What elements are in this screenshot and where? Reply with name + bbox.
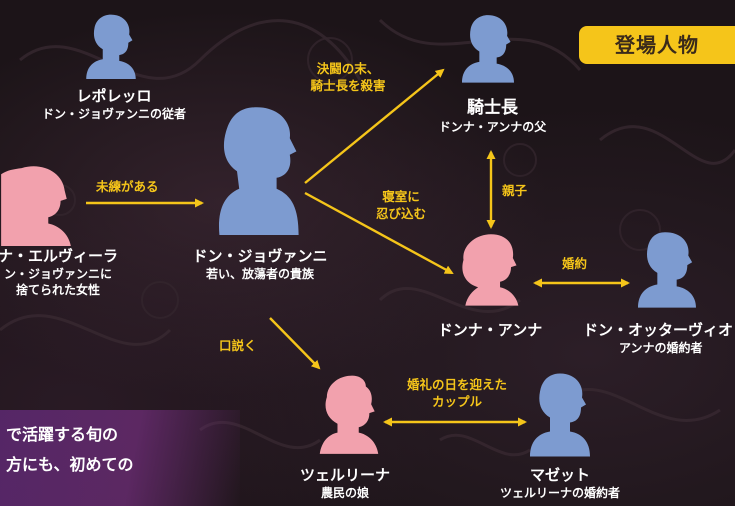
relation-bedroom-line2: 忍び込む xyxy=(375,206,426,221)
character-desc: ドンナ・アンナの父 xyxy=(438,120,547,134)
female-silhouette-icon xyxy=(1,166,71,246)
character-masetto: マゼット ツェルリーナの婚約者 xyxy=(480,465,640,501)
character-anna: ドンナ・アンナ xyxy=(420,320,560,340)
character-desc: 農民の娘 xyxy=(320,486,369,500)
relation-duel-line2: 騎士長を殺害 xyxy=(310,78,386,93)
promo-panel: で活躍する旬の 方にも、初めての xyxy=(0,410,240,506)
male-silhouette-icon xyxy=(86,14,136,79)
promo-line-1: で活躍する旬の xyxy=(6,425,119,444)
arrow-duel xyxy=(304,68,445,184)
character-desc: ドン・ジョヴァンニの従者 xyxy=(41,107,186,121)
character-desc: ン・ジョヴァンニに xyxy=(3,267,112,281)
female-silhouette-icon xyxy=(319,375,379,454)
character-giovanni: ドン・ジョヴァンニ 若い、放蕩者の貴族 xyxy=(185,246,335,282)
character-name: ナ・エルヴィーラ xyxy=(0,247,118,265)
male-silhouette-icon xyxy=(638,232,696,308)
male-silhouette-icon xyxy=(218,107,299,235)
arrow-bedroom xyxy=(304,191,454,275)
relation-engaged-label: 婚約 xyxy=(562,256,588,271)
relation-parent-label: 親子 xyxy=(502,183,528,198)
character-name: ツェルリーナ xyxy=(299,466,390,484)
relation-wedding-line2: カップル xyxy=(431,394,482,409)
male-silhouette-icon xyxy=(462,15,514,83)
character-elvira: ナ・エルヴィーラ ン・ジョヴァンニに 捨てられた女性 xyxy=(0,246,138,298)
relation-seduce-label: 口説く xyxy=(219,338,257,353)
character-name: マゼット xyxy=(529,466,590,484)
character-desc: アンナの婚約者 xyxy=(619,341,703,355)
relation-duel-line1: 決闘の末、 xyxy=(316,61,380,76)
relation-lingering-label: 未練がある xyxy=(96,179,159,194)
character-zerlina: ツェルリーナ 農民の娘 xyxy=(280,465,410,501)
relation-bedroom-line1: 寝室に xyxy=(382,189,420,204)
relation-wedding-line1: 婚礼の日を迎えた xyxy=(406,377,507,392)
character-leporello: レポレッロ ドン・ジョヴァンニの従者 xyxy=(24,86,204,122)
character-ottavio: ドン・オッターヴィオ アンナの婚約者 xyxy=(583,320,735,356)
character-desc: 捨てられた女性 xyxy=(15,283,100,297)
female-silhouette-icon xyxy=(462,234,519,306)
character-name: レポレッロ xyxy=(76,87,152,105)
character-desc: 若い、放蕩者の貴族 xyxy=(205,267,314,281)
character-name: ドンナ・アンナ xyxy=(437,321,543,339)
relation-wedding-label: 婚礼の日を迎えた カップル xyxy=(392,376,522,410)
character-name: 騎士長 xyxy=(467,98,518,118)
character-commendatore: 騎士長 ドンナ・アンナの父 xyxy=(420,97,565,135)
character-desc: ツェルリーナの婚約者 xyxy=(499,486,620,500)
relation-duel-label: 決闘の末、 騎士長を殺害 xyxy=(296,60,400,94)
character-name: ドン・ジョヴァンニ xyxy=(192,247,328,265)
cast-title-badge: 登場人物 xyxy=(579,26,735,64)
relation-bedroom-label: 寝室に 忍び込む xyxy=(356,188,446,222)
arrow-seduce xyxy=(269,317,321,370)
character-name: ドン・オッターヴィオ xyxy=(583,321,734,339)
promo-line-2: 方にも、初めての xyxy=(6,455,134,474)
male-silhouette-icon xyxy=(530,373,590,457)
